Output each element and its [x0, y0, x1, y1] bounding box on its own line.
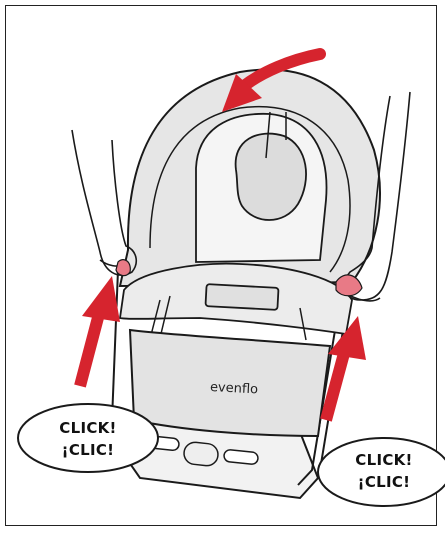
front-panel [128, 328, 332, 438]
release-tab-right [335, 274, 363, 297]
brand-logo: evenflo [210, 380, 259, 397]
arrow-left-up [74, 276, 120, 388]
seat-back [118, 68, 381, 288]
illustration-frame [5, 5, 437, 526]
callout-bubble-left [17, 403, 159, 473]
arrow-right-up [320, 316, 366, 422]
release-tab-left [115, 259, 131, 277]
seat-cushion [118, 262, 353, 381]
arrow-top [222, 48, 326, 112]
callout-bubble-right [317, 437, 445, 507]
